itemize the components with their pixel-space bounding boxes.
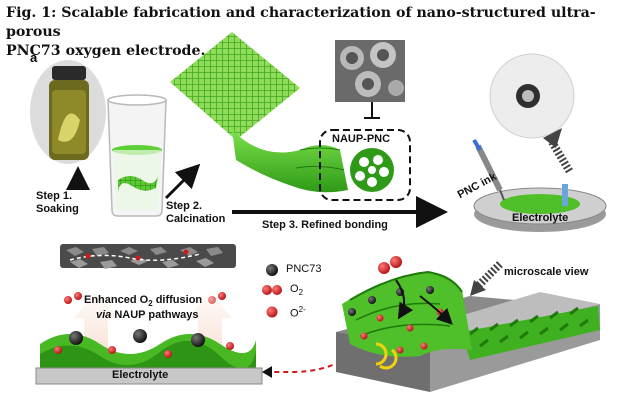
electrode-layer xyxy=(40,329,256,369)
figure-title: Fig. 1: Scalable fabrication and charact… xyxy=(6,4,634,61)
syringe-icon xyxy=(472,138,505,201)
diffusion-label-line1: Enhanced O2 diffusion xyxy=(84,294,203,309)
mesh-sheet xyxy=(170,32,300,140)
legend-o2-label: O2 xyxy=(290,283,304,298)
step3-label: Step 3. Refined bonding xyxy=(262,219,388,231)
legend-o2-swatch xyxy=(262,285,282,295)
legend-pnc73-swatch xyxy=(266,264,278,276)
step1-label-a: Step 1. xyxy=(36,190,73,202)
step2-label-b: Calcination xyxy=(166,213,226,225)
zoom-box xyxy=(319,129,411,201)
electrolyte-bottom-label: Electrolyte xyxy=(112,369,169,381)
figure-title-line2: PNC73 oxygen electrode. xyxy=(6,43,206,59)
beaker-icon xyxy=(107,94,167,217)
electrolyte-top-label: Electrolyte xyxy=(512,212,569,224)
microscale-view-label: microscale view xyxy=(504,266,589,278)
figure-title-line1: Fig. 1: Scalable fabrication and charact… xyxy=(6,5,596,40)
diffusion-label-line2: via NAUP pathways xyxy=(96,309,199,321)
vial-photo xyxy=(30,60,106,164)
electrode-block xyxy=(336,270,600,392)
contact-pin xyxy=(562,184,568,206)
panel-label: a xyxy=(30,50,38,65)
naup-pnc-label: NAUP-PNC xyxy=(330,133,393,145)
electrolyte-disk xyxy=(473,187,607,232)
sem-image xyxy=(335,40,405,102)
porous-rod xyxy=(60,244,236,269)
step2-label-a: Step 2. xyxy=(166,200,203,212)
legend-o2minus-swatch xyxy=(266,306,278,318)
cross-section-icon xyxy=(350,148,394,192)
step1-label-b: Soaking xyxy=(36,203,79,215)
legend-pnc73-label: PNC73 xyxy=(286,263,322,275)
cell-photo xyxy=(489,53,575,139)
legend-o2minus-label: O2- xyxy=(290,305,306,320)
electrolyte-bar xyxy=(35,367,263,385)
